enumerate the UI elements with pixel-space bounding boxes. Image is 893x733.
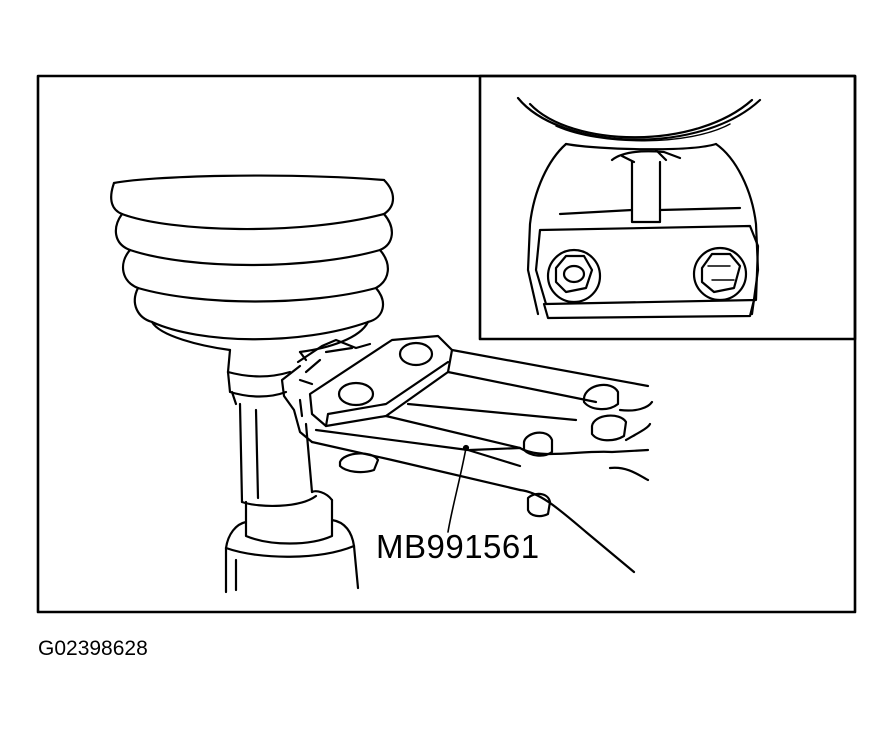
bolt-right-icon [692,246,748,302]
tool-drawing [280,334,654,574]
strut-boot-drawing [110,174,395,594]
inset-frame [478,74,857,341]
figure-id: G02398628 [38,637,148,660]
tool-part-number-label: MB991561 [376,528,540,565]
bolt-left-icon [546,248,602,304]
main-frame [36,74,857,614]
inset-detail [478,74,857,341]
